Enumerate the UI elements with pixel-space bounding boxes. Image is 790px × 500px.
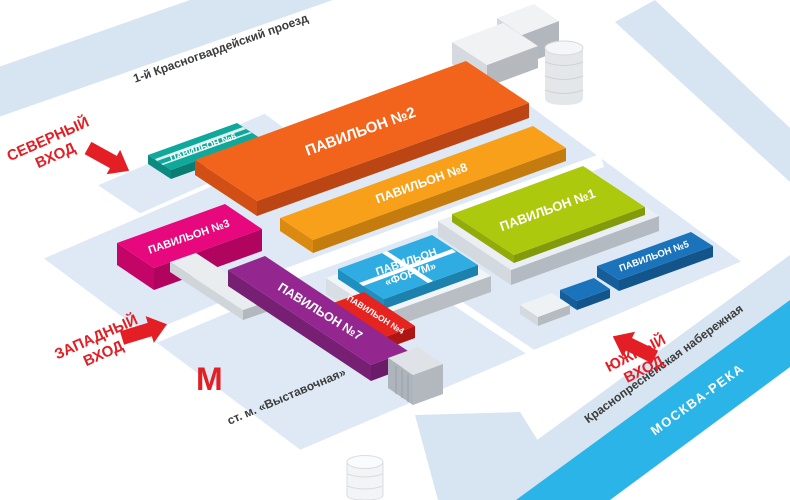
service-building-south <box>520 293 570 326</box>
road-north-street <box>0 0 333 117</box>
pavilion-6-roof <box>148 123 260 170</box>
pavilion-5-annex-wall-se <box>577 289 610 310</box>
pavilion-6-roof-stripe <box>161 132 252 165</box>
pavilion-7-annex-wall-sw <box>388 358 413 405</box>
pavilion-8-wall-se <box>313 148 566 253</box>
pavilion-8-roof <box>280 126 566 240</box>
walkway-central <box>275 154 604 285</box>
pavilion-6-wall-sw <box>148 155 171 179</box>
pavilion-2-roof <box>195 61 529 201</box>
pavilion-5-annex-wall-sw <box>560 290 577 310</box>
pavilion-3-wall-sw <box>117 243 154 290</box>
pavilion-7-annex-wall-se <box>413 364 443 405</box>
pavilion-8 <box>280 126 566 253</box>
storage-tank-small-rib <box>346 473 384 478</box>
pavilion-2-wall-se <box>257 103 529 216</box>
pavilion-6-roof-stripe <box>155 127 246 161</box>
north-entrance-arrow-icon <box>84 141 130 175</box>
storage-tank-small-rib <box>346 485 384 490</box>
service-building-front-wall-se <box>487 46 538 87</box>
pavilion-5-roof <box>597 232 713 280</box>
pavilion-5-wall-sw <box>597 266 619 291</box>
metro-logo-icon: М <box>196 361 223 397</box>
service-building-south-roof <box>520 293 570 317</box>
storage-tank-top <box>544 40 584 56</box>
storage-tank <box>544 40 584 105</box>
pavilion-7-annex <box>388 347 443 405</box>
walkway-south <box>441 293 536 355</box>
service-building-south-wall-sw <box>520 305 538 326</box>
pavilion-1-base-wall-se <box>511 216 659 285</box>
pavilion-forum-base-wall-se <box>382 276 491 331</box>
west-entrance-arrow-icon <box>119 316 167 345</box>
pavilion-1-wall-se <box>514 207 645 263</box>
service-building-front-roof <box>452 23 538 65</box>
pavilion-7-annex-roof <box>388 347 443 375</box>
pavilion-2 <box>195 61 529 216</box>
pavilion-1-base-wall-sw <box>438 221 511 285</box>
storage-tank-rib <box>544 61 584 66</box>
road-northeast <box>615 0 790 182</box>
road-south-stub <box>415 412 575 500</box>
pavilion-forum-roof-stripe <box>382 251 433 283</box>
pavilion-5 <box>560 232 713 310</box>
pavilion-5-annex-roof <box>560 278 610 301</box>
pavilion-3-roof <box>117 204 262 268</box>
pavilion-7-roof <box>228 256 408 365</box>
pavilion-4-roof <box>333 292 415 337</box>
pavilion-5-wall-se <box>619 246 713 291</box>
pavilion-7-wall-sw <box>228 270 371 381</box>
pavilion-1 <box>438 166 659 285</box>
river <box>516 300 790 500</box>
south-entrance-arrow-icon <box>612 331 659 364</box>
storage-tank-rib <box>544 89 584 94</box>
pavilion-1-wall-sw <box>452 214 514 263</box>
pavilion-2-wall-sw <box>195 160 257 216</box>
service-building-connector-wall-sw <box>170 262 243 320</box>
storage-tank-rib <box>544 75 584 80</box>
storage-tank-small-top <box>346 455 384 469</box>
pavilion-8-wall-sw <box>280 218 313 253</box>
storage-tank-small <box>346 455 384 500</box>
pavilion-forum-wall-se <box>384 265 478 309</box>
service-building-south-wall-se <box>538 305 570 326</box>
storage-tank-body <box>545 48 583 105</box>
service-building-rear-roof <box>497 4 559 35</box>
pavilion-1-roof <box>452 166 645 255</box>
road-embankment <box>455 255 790 500</box>
